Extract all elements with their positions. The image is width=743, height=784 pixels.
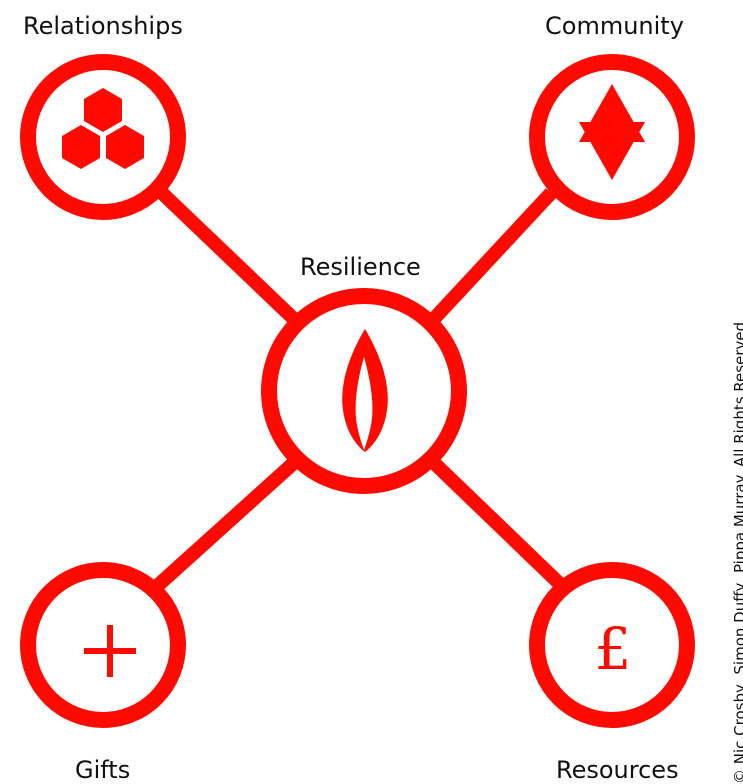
connector-resources	[426, 454, 569, 594]
connector-community	[425, 188, 557, 327]
node-label-resilience: Resilience	[300, 253, 421, 281]
connector-relationships	[157, 187, 302, 328]
node-label-gifts: Gifts	[75, 756, 131, 784]
node-resources-circle	[529, 562, 695, 728]
node-label-resources: Resources	[556, 756, 679, 784]
node-label-community: Community	[545, 12, 684, 40]
plus-icon	[84, 625, 136, 677]
node-gifts-circle	[20, 562, 186, 728]
connector-gifts	[150, 454, 302, 594]
node-relationships-circle	[20, 54, 186, 220]
copyright-notice: © Nic Crosby, Simon Duffy, Pippa Murray.…	[731, 317, 743, 784]
three-hexagons-icon	[62, 88, 144, 169]
six-pointed-star-icon	[579, 84, 645, 180]
pound-sign-icon: £	[595, 615, 632, 683]
node-label-relationships: Relationships	[23, 12, 183, 40]
flame-icon	[342, 329, 388, 452]
